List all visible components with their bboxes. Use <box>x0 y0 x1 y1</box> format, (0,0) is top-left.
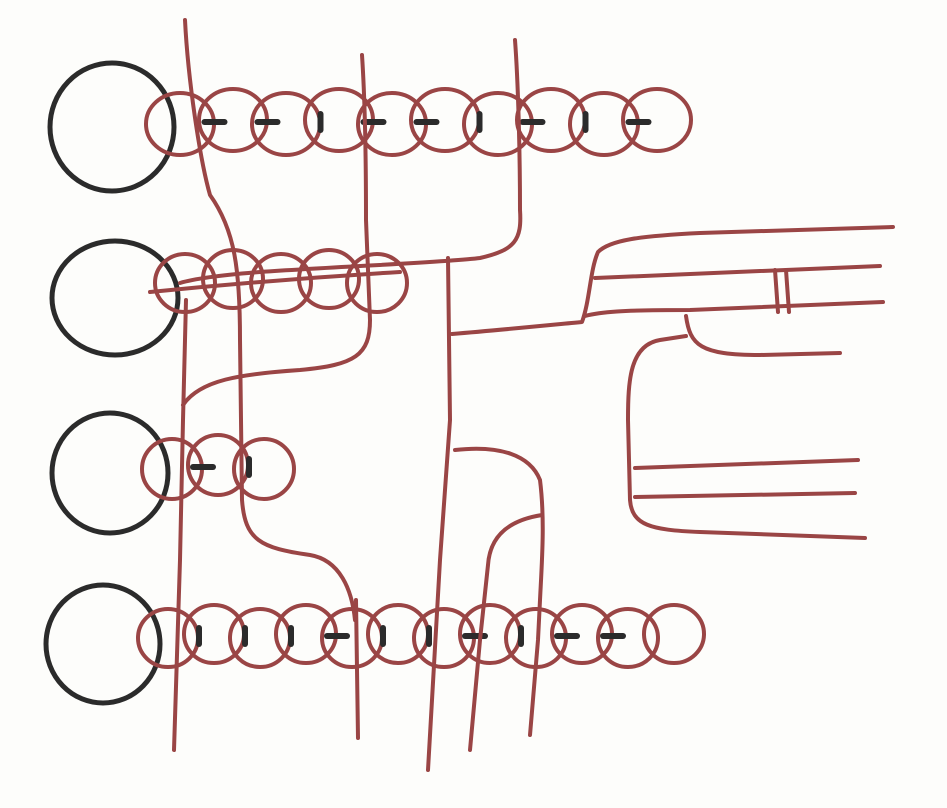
wire-c-down <box>354 598 360 740</box>
lead-4 <box>633 491 857 499</box>
lead-hook <box>626 334 867 540</box>
terminal-ring <box>49 410 171 536</box>
lead-3 <box>633 458 860 470</box>
lead-1 <box>593 264 882 280</box>
wire-center <box>426 256 452 772</box>
wire-d <box>178 38 523 285</box>
coil-loop <box>596 607 660 669</box>
coil-loop <box>621 87 693 153</box>
wire-f <box>468 513 544 752</box>
row-2-through-wire <box>148 270 402 294</box>
terminal-ring <box>49 238 181 358</box>
coil-loop <box>642 603 706 665</box>
terminal-rings <box>43 60 181 706</box>
wires <box>172 18 895 772</box>
terminal-ring <box>43 582 163 706</box>
wire-a <box>183 18 357 622</box>
bar-marker-1 <box>773 268 780 314</box>
wire-e <box>453 446 545 737</box>
wire-c <box>181 53 372 407</box>
terminal-ring <box>47 60 177 194</box>
coil-loop <box>232 437 296 501</box>
bar-marker-2 <box>784 268 791 314</box>
wire-branch <box>450 225 895 336</box>
lead-2 <box>583 300 885 318</box>
coil-loop <box>345 252 409 314</box>
coil-rows <box>136 87 706 669</box>
wire-b <box>172 298 188 752</box>
lead-stub <box>684 314 842 357</box>
coil-dashes <box>190 111 652 647</box>
